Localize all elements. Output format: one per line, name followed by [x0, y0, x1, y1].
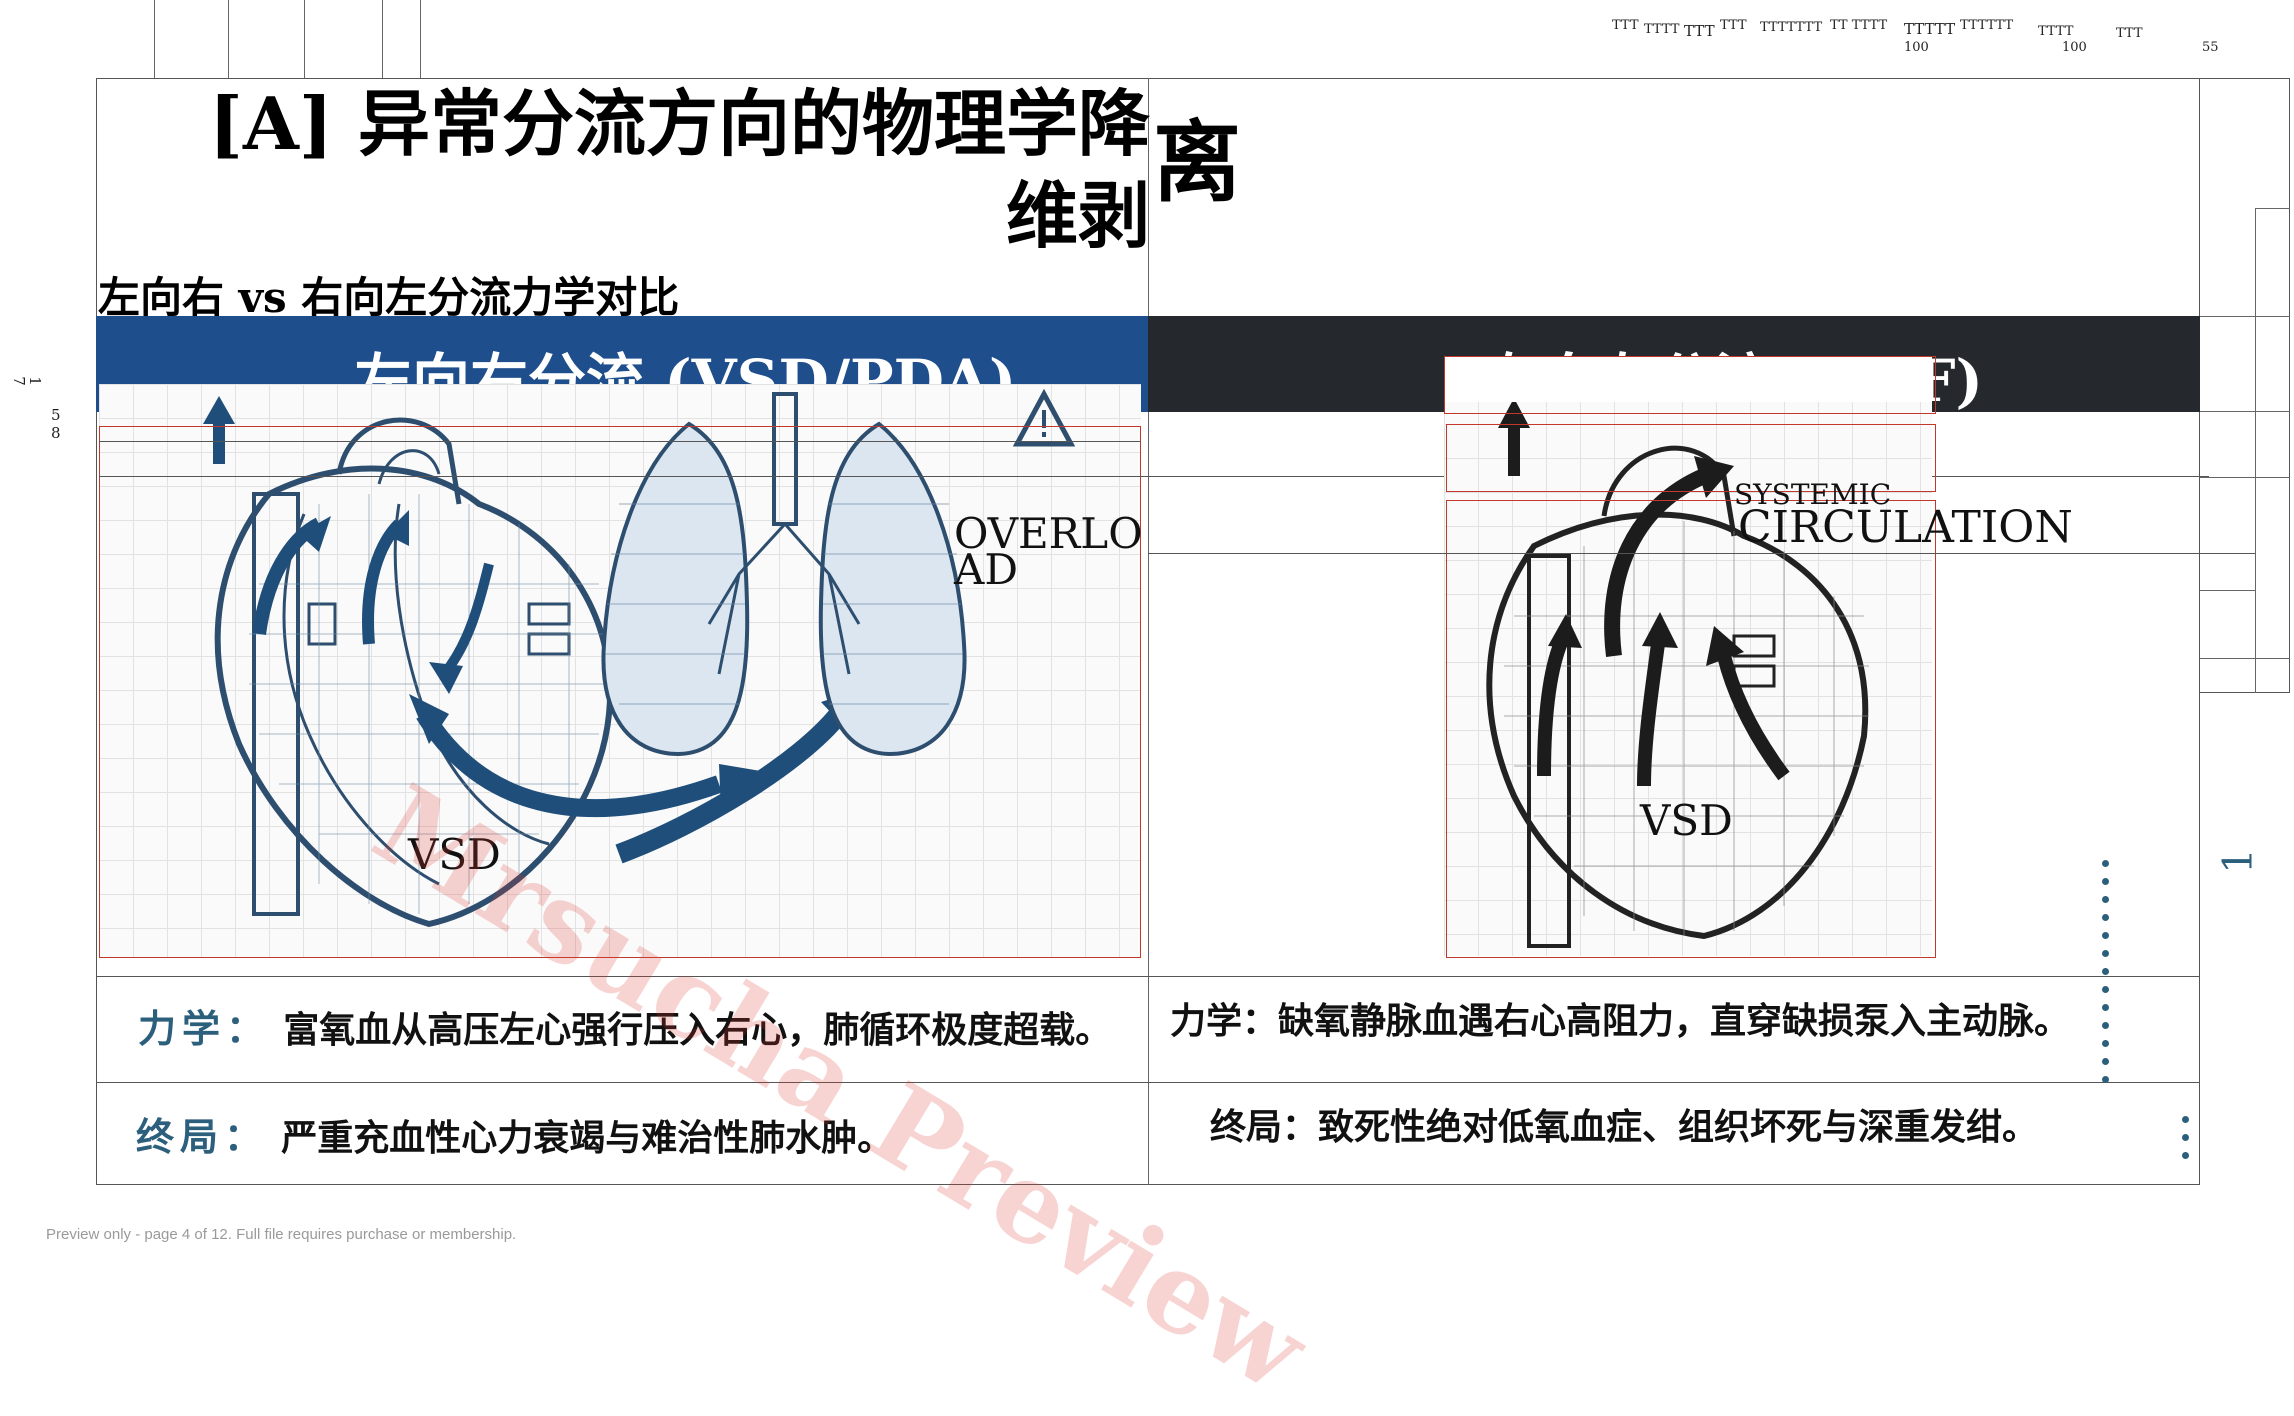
side-number: 7 — [9, 376, 28, 386]
systemic-label: SYSTEMIC — [1734, 478, 1892, 511]
ruler-tick: TTT — [1612, 18, 1639, 33]
left-vsd-label: VSD — [408, 830, 501, 879]
slide-title: [A] 异常分流方向的物理学降维剥 — [208, 81, 1150, 258]
circulation-label: CIRCULATION — [1738, 502, 2073, 553]
heart-diagram-grayscale — [1444, 356, 1932, 948]
right-side-rule — [2255, 208, 2290, 209]
right-side-rule — [2200, 590, 2255, 591]
ruler-tick: TT TTTT — [1830, 18, 1888, 33]
slide-title-continued: 离 — [1153, 111, 1242, 214]
dotted-line-decoration — [2102, 860, 2109, 1094]
ruler-number: 100 — [1904, 40, 1929, 55]
ruler-number: 100 — [2062, 40, 2087, 55]
slide-subtitle: 左向右 vs 右向左分流力学对比 — [98, 273, 680, 322]
overload-label: OVERLOAD — [954, 509, 1143, 594]
outcome-key: 终局： — [136, 1115, 269, 1159]
outcome-left-text: 严重充血性心力衰竭与难治性肺水肿。 — [281, 1118, 894, 1159]
overlay-rule — [99, 441, 1141, 442]
guide-line — [154, 0, 155, 78]
mechanics-left-row: 力学： 富氧血从高压左心强行压入右心，肺循环极度超载。 — [138, 998, 1111, 1053]
guide-line — [228, 0, 229, 78]
page-marker: 1 — [2215, 848, 2262, 874]
ruler-tick: TTTT — [1644, 22, 1680, 37]
overlay-rule — [99, 476, 2209, 477]
outcome-left-row: 终局： 严重充血性心力衰竭与难治性肺水肿。 — [136, 1106, 893, 1161]
mechanics-left-text: 富氧血从高压左心强行压入右心，肺循环极度超载。 — [283, 1010, 1112, 1051]
outcome-right-text: 终局：致死性绝对低氧血症、组织坏死与深重发绀。 — [1210, 1107, 2039, 1148]
heart-lung-diagram — [203, 388, 1076, 928]
ruler-tick: TTT — [1720, 18, 1747, 33]
left-image-frame — [99, 426, 1141, 958]
left-heart-illustration — [99, 384, 1141, 958]
side-number: 8 — [51, 424, 61, 442]
dotted-line-decoration — [2182, 1116, 2189, 1170]
ruler-tick: TTTT — [2038, 24, 2074, 39]
right-side-rule — [2255, 208, 2256, 693]
right-image-frame-top — [1444, 356, 1936, 414]
right-heart-illustration — [1444, 356, 1932, 956]
guide-line — [304, 0, 305, 78]
ruler-tick: TTTTT — [1904, 20, 1956, 38]
side-number: 1 — [25, 376, 44, 386]
right-image-frame-mid — [1446, 424, 1936, 492]
ruler-tick: TTT — [1684, 22, 1715, 40]
guide-line — [382, 0, 383, 78]
mechanics-right-text: 力学：缺氧静脉血遇右心高阻力，直穿缺损泵入主动脉。 — [1170, 1001, 2071, 1042]
guide-line — [420, 0, 421, 78]
ruler-tick: TTT — [2116, 26, 2143, 41]
preview-footer-note: Preview only - page 4 of 12. Full file r… — [46, 1226, 517, 1243]
right-image-frame-main — [1446, 500, 1936, 958]
row-divider — [96, 976, 2200, 977]
ruler-tick: TTTTTT — [1960, 18, 2014, 33]
center-divider — [1148, 78, 1149, 1185]
right-side-rule — [2200, 658, 2290, 659]
right-side-rule — [2200, 316, 2290, 317]
right-side-rule — [2200, 411, 2290, 412]
overlay-rule — [1148, 553, 2255, 554]
top-ruler: TTT TTTT TTT TTT TTTTTTT TT TTTT TTTTT T… — [1612, 18, 2252, 58]
ruler-number: 55 — [2202, 40, 2219, 55]
right-side-rule — [2200, 477, 2290, 478]
right-side-column — [2200, 78, 2290, 693]
side-number: 5 — [51, 406, 61, 424]
ruler-tick: TTTTTTT — [1760, 20, 1823, 35]
mechanics-key: 力学： — [138, 1007, 271, 1051]
row-divider — [96, 1082, 2200, 1083]
right-vsd-label: VSD — [1640, 796, 1733, 845]
warning-triangle-icon — [1012, 388, 1076, 447]
